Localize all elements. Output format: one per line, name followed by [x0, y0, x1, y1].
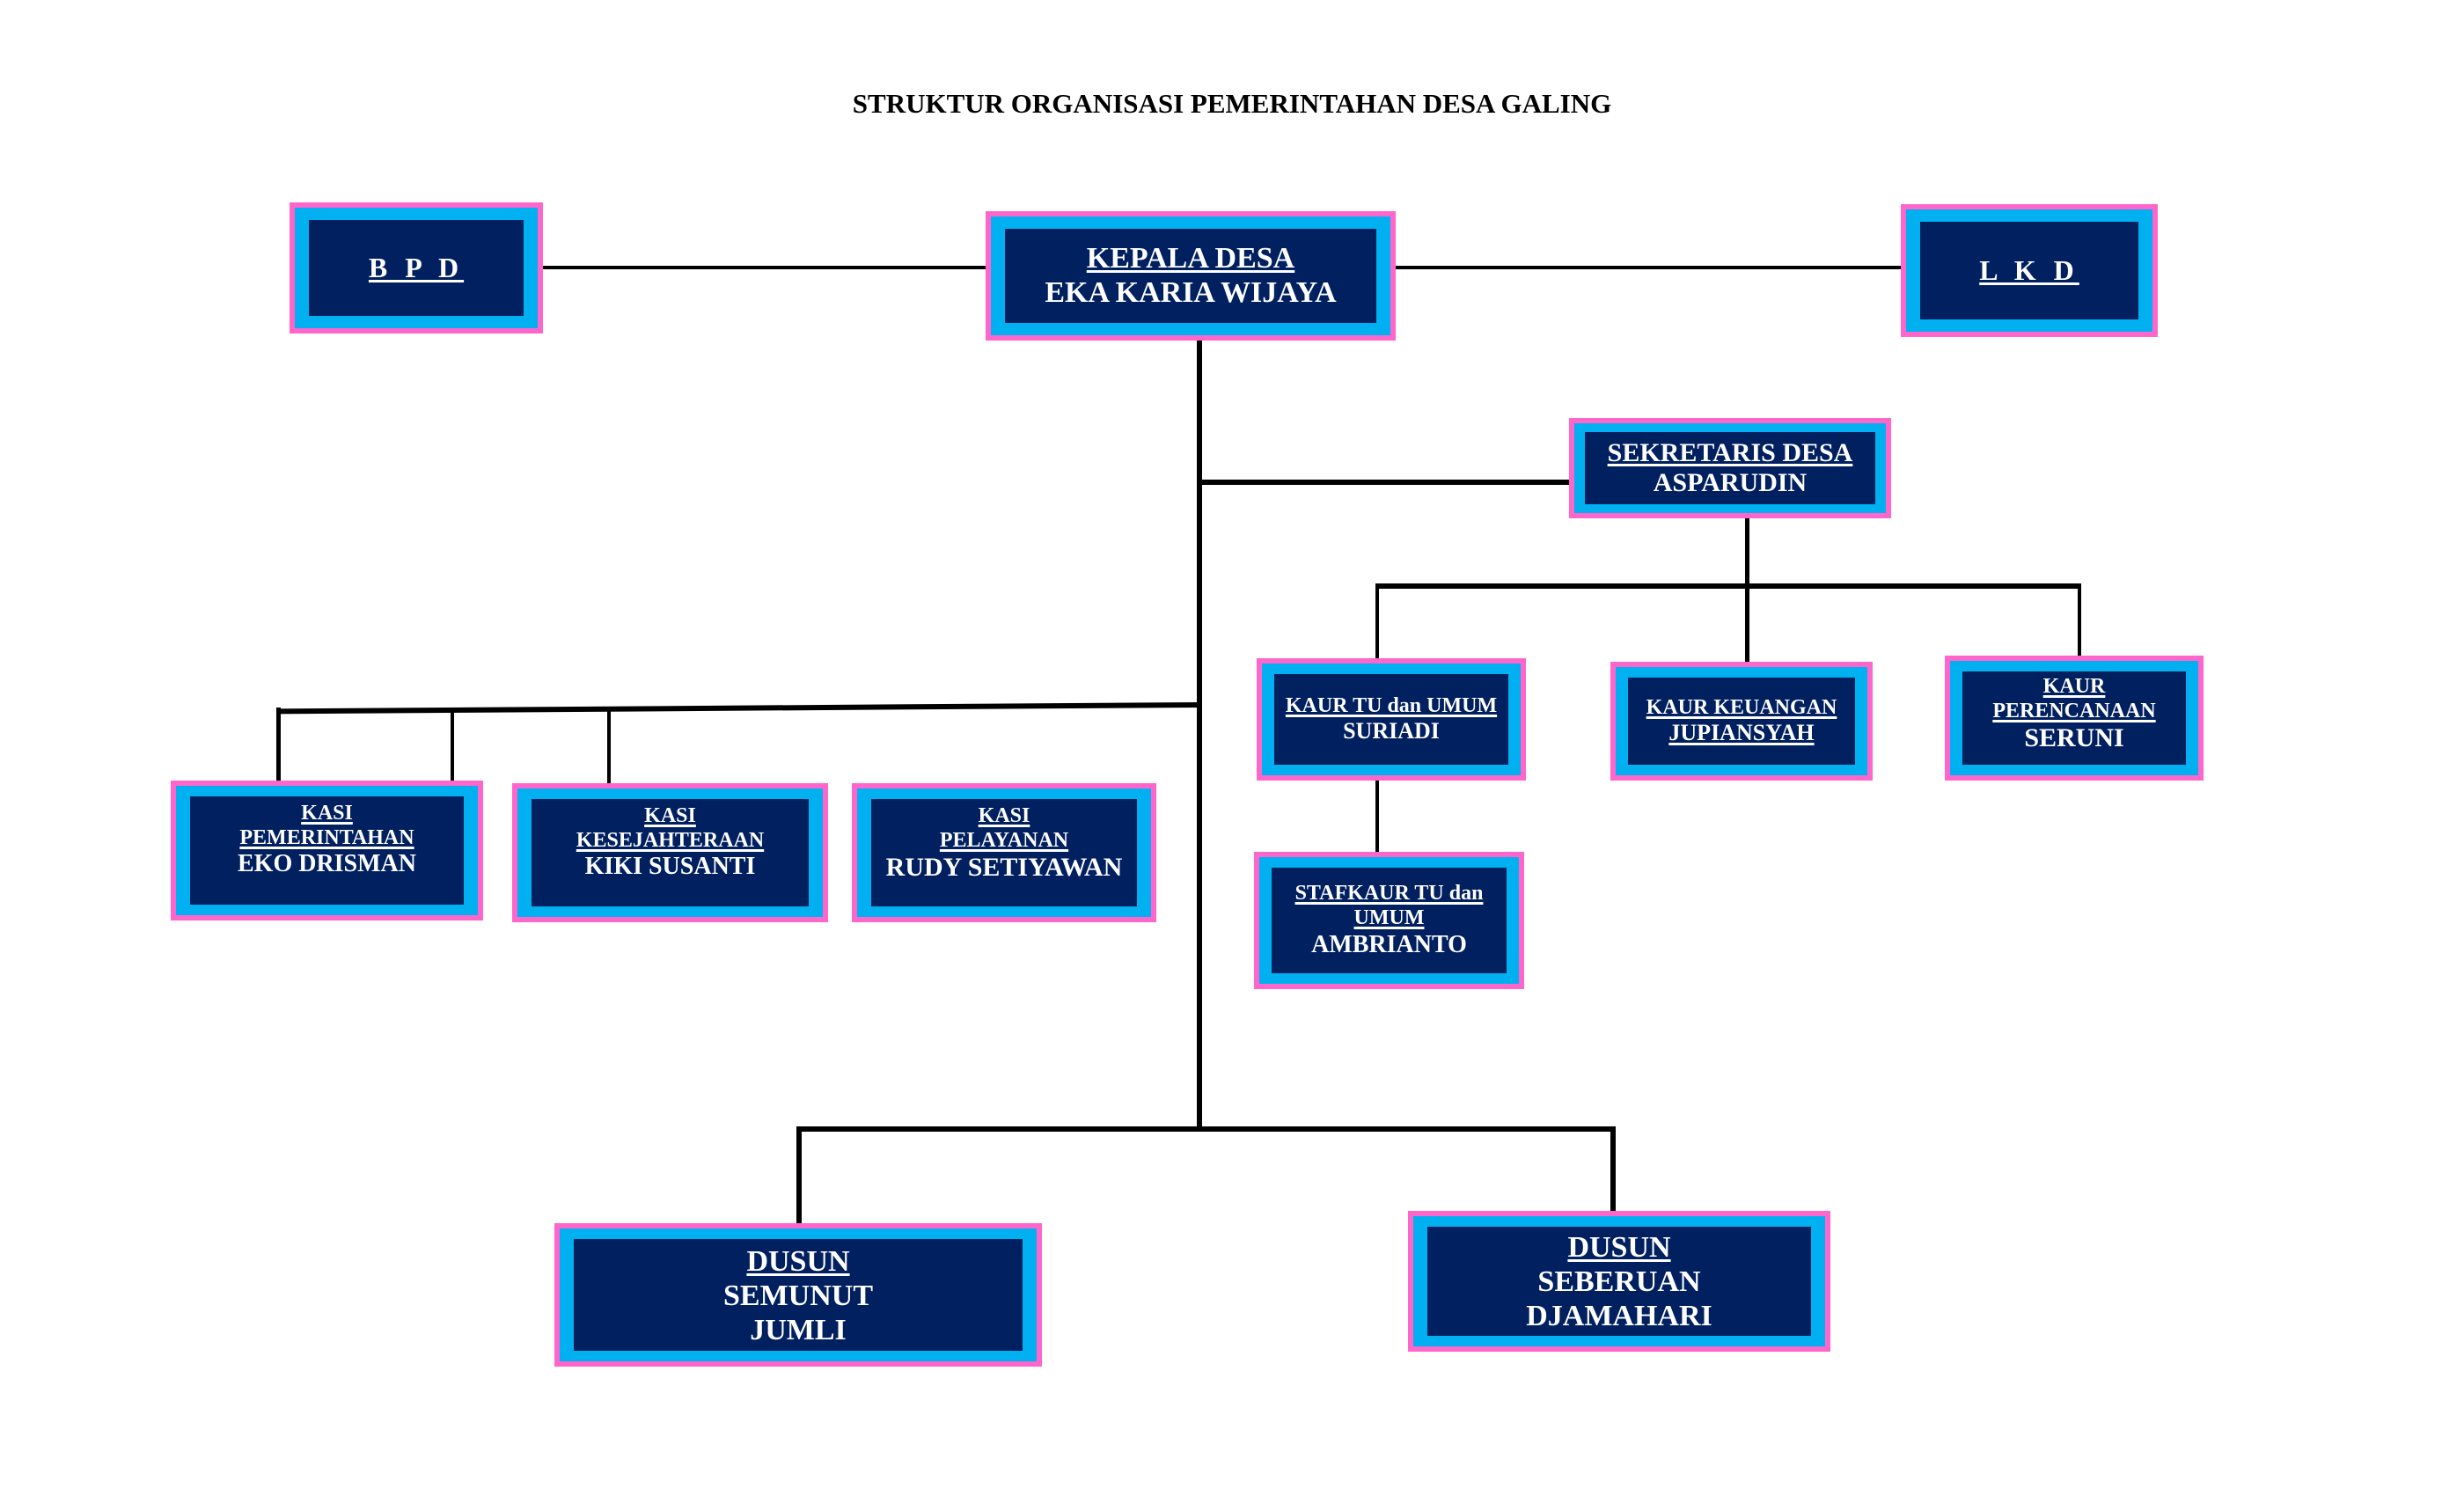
- connector-kaur-staf: [1375, 780, 1379, 854]
- node-dusun-semunut: DUSUN SEMUNUT JUMLI: [554, 1223, 1042, 1367]
- node-staf-kaur-tu-name: AMBRIANTO: [1311, 930, 1467, 958]
- node-kaur-tu-name: SURIADI: [1343, 718, 1440, 744]
- node-kasi-kesejahteraan: KASI KESEJAHTERAAN KIKI SUSANTI: [512, 783, 828, 922]
- node-kaur-perencanaan-name: SERUNI: [2024, 723, 2124, 753]
- node-lkd-title: L K D: [1979, 254, 2079, 287]
- connector-kaur-perencanaan: [2078, 583, 2081, 656]
- node-staf-kaur-tu: STAFKAUR TU dan UMUM AMBRIANTO: [1254, 852, 1524, 989]
- connector-kasi-pemerintahan: [276, 708, 281, 782]
- node-kasi-pemerintahan-name: EKO DRISMAN: [237, 850, 416, 878]
- connector-kasi-horizontal: [276, 702, 1201, 715]
- node-kepala-desa-title: KEPALA DESA: [1086, 242, 1295, 275]
- node-dusun-semunut-title: DUSUN: [746, 1245, 850, 1278]
- node-kaur-keuangan: KAUR KEUANGAN JUPIANSYAH: [1610, 662, 1873, 781]
- node-kaur-tu: KAUR TU dan UMUM SURIADI: [1257, 658, 1526, 781]
- connector-sekretaris-down: [1745, 517, 1749, 663]
- connector-kasi-kesejahteraan: [451, 708, 454, 785]
- connector-dusun-horizontal: [796, 1126, 1616, 1132]
- node-kepala-desa-name: EKA KARIA WIJAYA: [1045, 276, 1337, 310]
- node-kasi-pelayanan: KASI PELAYANAN RUDY SETIYAWAN: [852, 783, 1156, 922]
- node-kasi-pelayanan-title-2: PELAYANAN: [939, 828, 1069, 852]
- node-sekretaris-name: ASPARUDIN: [1653, 468, 1808, 497]
- node-kasi-kesejahteraan-title-2: KESEJAHTERAAN: [576, 828, 765, 852]
- node-kepala-desa: KEPALA DESA EKA KARIA WIJAYA: [986, 211, 1396, 341]
- node-kaur-keuangan-name: JUPIANSYAH: [1668, 720, 1815, 746]
- node-kasi-pelayanan-name: RUDY SETIYAWAN: [885, 853, 1123, 883]
- node-dusun-semunut-name: JUMLI: [750, 1314, 847, 1347]
- node-staf-kaur-tu-title-1: STAFKAUR TU dan: [1294, 882, 1484, 906]
- connector-kepala-lkd: [1395, 266, 1903, 269]
- node-dusun-seberuan: DUSUN SEBERUAN DJAMAHARI: [1408, 1211, 1830, 1352]
- node-kasi-pemerintahan-title-1: KASI: [301, 802, 353, 825]
- node-kaur-perencanaan-title-1: KAUR: [2042, 675, 2106, 698]
- node-staf-kaur-tu-title-2: UMUM: [1353, 906, 1425, 929]
- node-dusun-seberuan-title: DUSUN: [1567, 1231, 1671, 1264]
- node-kasi-pelayanan-title-1: KASI: [978, 804, 1030, 827]
- connector-kaur-horizontal: [1375, 583, 2081, 589]
- connector-main-vertical: [1197, 340, 1202, 1132]
- node-kaur-perencanaan-title-2: PERENCANAAN: [1992, 699, 2156, 722]
- node-kaur-perencanaan: KAUR PERENCANAAN SERUNI: [1945, 656, 2204, 781]
- connector-main-sekretaris: [1197, 480, 1571, 485]
- node-sekretaris-desa: SEKRETARIS DESA ASPARUDIN: [1569, 418, 1891, 518]
- node-bpd: B P D: [290, 202, 543, 334]
- connector-dusun-seberuan: [1610, 1126, 1616, 1212]
- connector-kaur-tu: [1375, 583, 1379, 659]
- node-dusun-seberuan-line2: SEBERUAN: [1537, 1265, 1701, 1299]
- node-dusun-seberuan-name: DJAMAHARI: [1526, 1300, 1712, 1333]
- connector-bpd-kepala: [542, 266, 989, 269]
- connector-dusun-semunut: [796, 1126, 802, 1224]
- node-bpd-title: B P D: [368, 252, 465, 284]
- node-sekretaris-title: SEKRETARIS DESA: [1607, 437, 1853, 467]
- node-kasi-kesejahteraan-title-1: KASI: [644, 804, 696, 827]
- node-kasi-kesejahteraan-name: KIKI SUSANTI: [584, 853, 756, 881]
- node-lkd: L K D: [1901, 204, 2158, 337]
- node-dusun-semunut-line2: SEMUNUT: [722, 1280, 874, 1313]
- node-kasi-pemerintahan: KASI PEMERINTAHAN EKO DRISMAN: [171, 781, 483, 920]
- node-kaur-tu-title: KAUR TU dan UMUM: [1285, 693, 1498, 717]
- node-kaur-keuangan-title: KAUR KEUANGAN: [1646, 695, 1837, 719]
- node-kasi-pemerintahan-title-2: PEMERINTAHAN: [239, 825, 414, 849]
- chart-title: STRUKTUR ORGANISASI PEMERINTAHAN DESA GA…: [852, 88, 1612, 119]
- connector-kasi-pelayanan: [607, 709, 611, 785]
